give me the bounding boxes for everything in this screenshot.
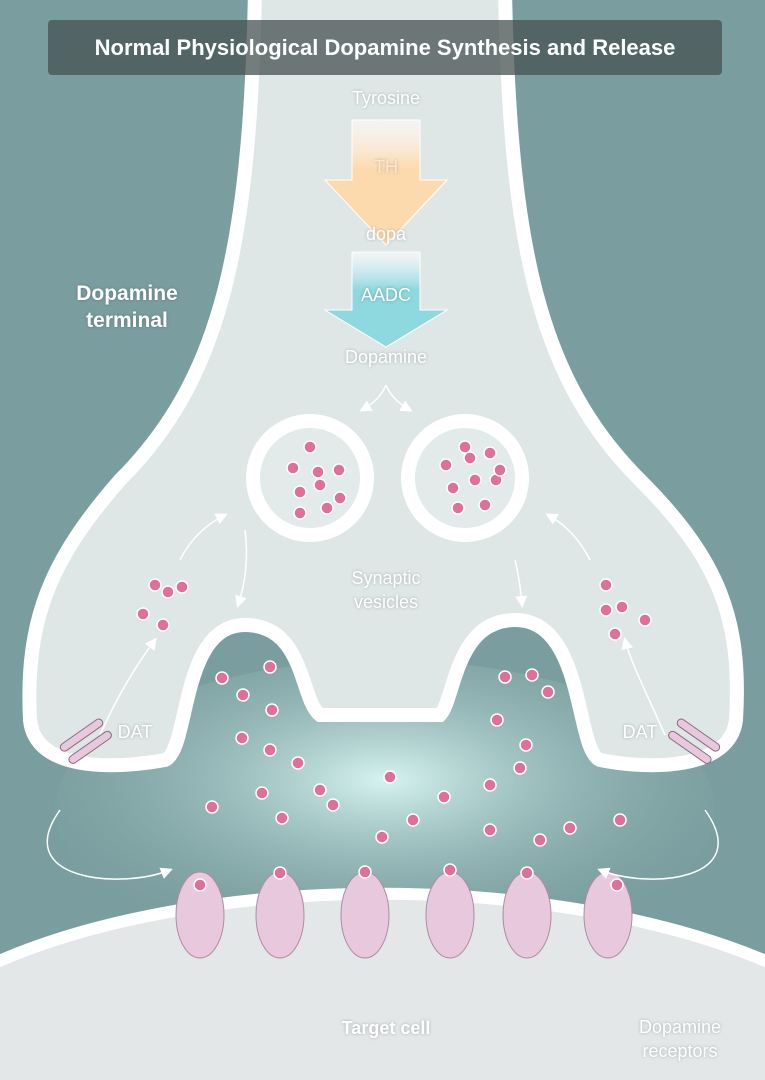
flow-arrows xyxy=(46,384,719,880)
dopamine-molecule xyxy=(613,813,627,827)
dat-transporter-right xyxy=(668,718,721,764)
dopamine-molecule xyxy=(599,603,613,617)
dopamine-molecule xyxy=(273,866,287,880)
dopamine-molecule xyxy=(293,506,307,520)
dopamine-molecule xyxy=(235,731,249,745)
dopamine-molecule xyxy=(263,743,277,757)
dopamine-terminal xyxy=(22,0,744,773)
dopamine-molecule xyxy=(333,491,347,505)
dopamine-receptor xyxy=(255,871,305,959)
label-dopamine-receptors: Dopamine receptors xyxy=(638,1017,722,1061)
dopamine-molecule xyxy=(161,585,175,599)
label-dat-left: DAT xyxy=(117,722,153,742)
dopamine-molecule xyxy=(286,461,300,475)
dopamine-molecule xyxy=(311,465,325,479)
dopamine-molecule xyxy=(406,813,420,827)
dopamine-molecule xyxy=(375,830,389,844)
label-dopa: dopa xyxy=(365,224,407,244)
label-synaptic-vesicles: Synaptic vesicles xyxy=(351,568,421,612)
dopamine-molecule xyxy=(468,473,482,487)
dopamine-molecule xyxy=(483,778,497,792)
dopamine-molecule xyxy=(520,866,534,880)
dopamine-molecule xyxy=(439,458,453,472)
label-tyrosine: Tyrosine xyxy=(351,88,421,108)
dopamine-molecule xyxy=(493,463,507,477)
dopamine-molecules xyxy=(136,440,652,892)
dopamine-molecule xyxy=(490,713,504,727)
aadc-arrow xyxy=(323,251,449,348)
dopamine-molecule xyxy=(451,501,465,515)
label-dat-right: DAT xyxy=(622,722,658,742)
label-th: TH xyxy=(374,157,398,177)
vesicle-left xyxy=(246,414,374,542)
dopamine-molecule xyxy=(205,800,219,814)
label-target-cell: Target cell xyxy=(341,1018,431,1038)
dopamine-molecule xyxy=(236,688,250,702)
dopamine-molecule xyxy=(513,761,527,775)
dopamine-molecule xyxy=(193,878,207,892)
dopamine-molecule xyxy=(533,833,547,847)
dopamine-molecule xyxy=(443,863,457,877)
dopamine-molecule xyxy=(332,463,346,477)
dopamine-molecule xyxy=(291,756,305,770)
label-aadc: AADC xyxy=(360,285,412,305)
dopamine-molecule xyxy=(458,440,472,454)
dopamine-molecule xyxy=(463,451,477,465)
dopamine-molecule xyxy=(148,578,162,592)
dopamine-molecule xyxy=(313,783,327,797)
dopamine-receptor xyxy=(425,871,475,959)
dopamine-molecule xyxy=(525,668,539,682)
dopamine-molecule xyxy=(313,478,327,492)
dopamine-molecule xyxy=(437,790,451,804)
label-dopamine: Dopamine xyxy=(344,347,428,367)
dopamine-molecule xyxy=(326,798,340,812)
dopamine-molecule xyxy=(483,446,497,460)
dopamine-receptor xyxy=(340,871,390,959)
dopamine-molecule xyxy=(519,738,533,752)
dopamine-receptor xyxy=(502,871,552,959)
dopamine-molecule xyxy=(255,786,269,800)
dopamine-molecule xyxy=(610,878,624,892)
dopamine-molecule xyxy=(638,613,652,627)
dopamine-molecule xyxy=(483,823,497,837)
dopamine-molecule xyxy=(599,578,613,592)
dat-transporter-left xyxy=(59,718,112,764)
dopamine-molecule xyxy=(446,481,460,495)
diagram-title: Normal Physiological Dopamine Synthesis … xyxy=(48,20,722,75)
dopamine-molecule xyxy=(263,660,277,674)
label-dopamine-terminal: Dopamine terminal xyxy=(76,282,178,332)
dopamine-molecule xyxy=(303,440,317,454)
dopamine-molecule xyxy=(136,607,150,621)
dopamine-molecule xyxy=(175,580,189,594)
dopamine-molecule xyxy=(383,770,397,784)
dopamine-molecule xyxy=(541,685,555,699)
dopamine-molecule xyxy=(293,485,307,499)
dopamine-molecule xyxy=(358,865,372,879)
dopamine-receptor xyxy=(583,871,633,959)
dopamine-molecule xyxy=(215,671,229,685)
dopamine-molecule xyxy=(478,498,492,512)
dopamine-molecule xyxy=(615,600,629,614)
dopamine-molecule xyxy=(156,618,170,632)
receptors xyxy=(175,871,633,959)
dopamine-molecule xyxy=(265,703,279,717)
th-arrow xyxy=(323,119,449,246)
dopamine-molecule xyxy=(498,670,512,684)
dopamine-molecule xyxy=(275,811,289,825)
synaptic-cleft xyxy=(55,660,715,960)
vesicle-right xyxy=(401,414,529,542)
dopamine-molecule xyxy=(320,501,334,515)
dopamine-molecule xyxy=(608,627,622,641)
dopamine-molecule xyxy=(563,821,577,835)
dopamine-receptor xyxy=(175,871,225,959)
